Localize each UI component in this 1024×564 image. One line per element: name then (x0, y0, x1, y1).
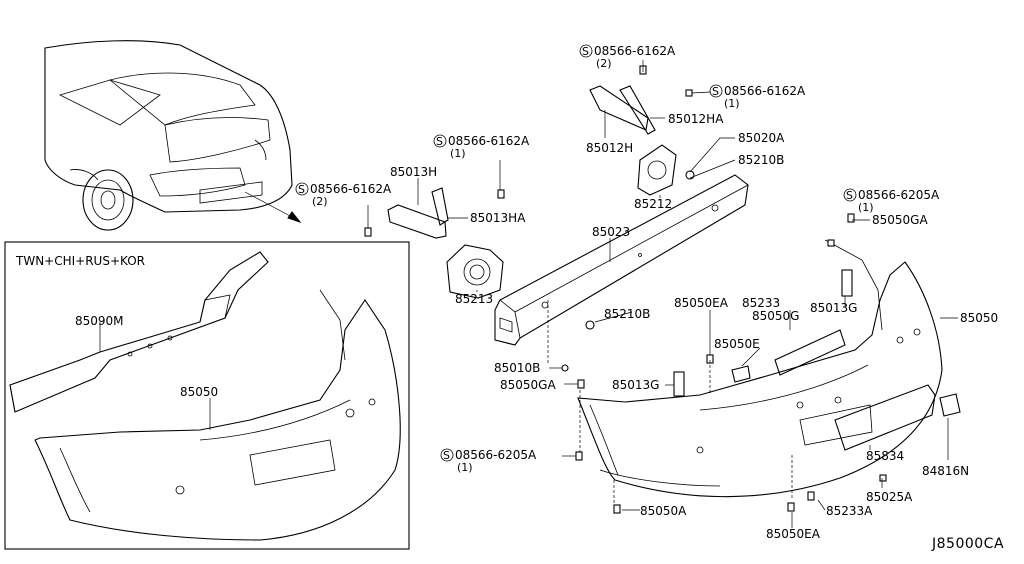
label-l10: 08566-6162A (448, 134, 530, 148)
screw-label-08566-6205A-bottom: S 08566-6205A (1) (440, 448, 537, 474)
label-l04: (1) (724, 97, 740, 110)
screw-label-08566-6162A-mid: S 08566-6162A (1) (433, 134, 530, 160)
diagram-code: J85000CA (931, 536, 1004, 552)
label-l27: 85050E (714, 337, 760, 351)
label-l03: 08566-6162A (724, 84, 806, 98)
label-l01: 08566-6162A (594, 44, 676, 58)
label-l17: 85213 (455, 292, 493, 306)
label-l09: 85212 (634, 197, 672, 211)
label-l16: 85023 (592, 225, 630, 239)
label-l15: 85013HA (470, 211, 526, 225)
part-labels: S 08566-6162A (2) S 08566-6162A (1) 8501… (75, 44, 1004, 552)
label-l13: 08566-6162A (310, 182, 392, 196)
label-l30: 85013G (612, 378, 659, 392)
label-l06: 85012H (586, 141, 633, 155)
label-l24: 85233 (742, 296, 780, 310)
label-l39: 85050A (640, 504, 687, 518)
label-l34: (1) (457, 461, 473, 474)
upper-side-brackets (387, 85, 656, 239)
label-l31: 85090M (75, 314, 124, 328)
screw-label-08566-6205A-top: S 08566-6205A (1) (843, 188, 940, 214)
label-l29: 85050GA (500, 378, 556, 392)
label-l23: 85050EA (674, 296, 729, 310)
label-l18: 08566-6205A (858, 188, 940, 202)
label-l32: 85050 (180, 385, 218, 399)
label-l37: 85025A (866, 490, 913, 504)
label-l12: 85013H (390, 165, 437, 179)
screw-label-08566-6162A: S 08566-6162A (2) (579, 44, 676, 70)
label-l07: 85020A (738, 131, 785, 145)
label-l28: 85010B (494, 361, 540, 375)
label-l22: 85210B (604, 307, 650, 321)
label-l11: (1) (450, 147, 466, 160)
svg-text:S: S (436, 135, 443, 148)
label-l19: (1) (858, 201, 874, 214)
label-l38: 85233A (826, 504, 873, 518)
label-l35: 85834 (866, 449, 904, 463)
svg-text:S: S (846, 189, 853, 202)
label-l21: 85050 (960, 311, 998, 325)
inset-variant-box: TWN+CHI+RUS+KOR (4, 241, 410, 550)
label-l25: 85013G (810, 301, 857, 315)
screw-label-08566-6162A-left: S 08566-6162A (2) (295, 182, 392, 208)
svg-text:S: S (712, 85, 719, 98)
screw-label-08566-6162A-right: S 08566-6162A (1) (709, 84, 806, 110)
main-rear-bumper (577, 239, 943, 498)
small-parts (364, 65, 961, 514)
label-l40: 85050EA (766, 527, 821, 541)
side-brackets (446, 144, 677, 299)
label-l33: 08566-6205A (455, 448, 537, 462)
label-l08: 85210B (738, 153, 784, 167)
svg-text:S: S (298, 183, 305, 196)
svg-text:S: S (443, 449, 450, 462)
inset-title: TWN+CHI+RUS+KOR (15, 254, 145, 268)
car-rear-illustration (44, 40, 302, 231)
label-l20: 85050GA (872, 213, 928, 227)
label-l36: 84816N (922, 464, 969, 478)
label-l05: 85012HA (668, 112, 724, 126)
label-l02: (2) (596, 57, 612, 70)
svg-text:S: S (582, 45, 589, 58)
label-l26: 85050G (752, 309, 799, 323)
label-l14: (2) (312, 195, 328, 208)
leader-lines (99, 60, 958, 528)
